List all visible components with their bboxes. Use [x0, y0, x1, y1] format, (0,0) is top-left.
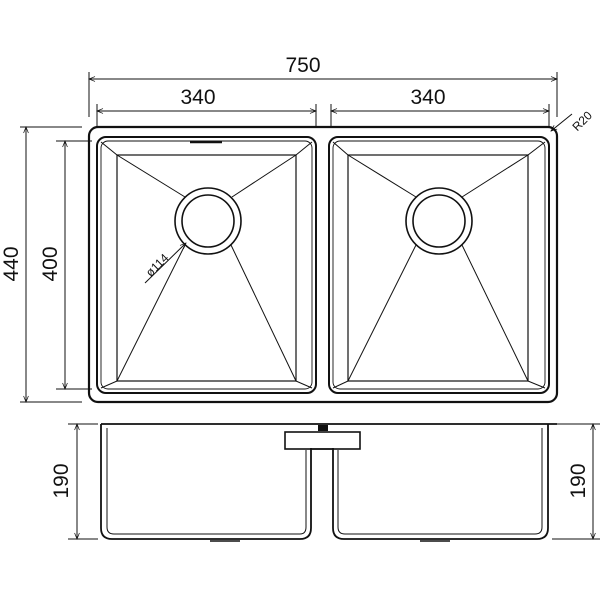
overall-depth-label: 440 — [0, 246, 23, 281]
diameter-leader — [144, 242, 187, 284]
corner-radius-label: R20 — [569, 108, 595, 134]
left-drain — [174, 187, 242, 255]
left-bowl-height-dimension: 190 — [50, 423, 98, 540]
right-bowl-profile — [332, 424, 549, 540]
waste-diameter-label: ø114 — [143, 251, 172, 280]
plan-view: ø114 — [87, 125, 559, 404]
bowl-depth-dimension: 400 — [39, 140, 92, 390]
corner-radius-callout: R20 — [550, 108, 595, 134]
overall-depth-dimension: 440 — [0, 126, 82, 403]
right-bowl-width-label: 340 — [410, 86, 445, 109]
right-bowl-height-label: 190 — [567, 463, 590, 498]
right-bowl-width-dimension: 340 — [330, 86, 550, 127]
outer-flange — [87, 125, 559, 404]
overall-width-label: 750 — [285, 54, 320, 77]
left-bowl-plan — [96, 136, 317, 394]
right-bowl-plan — [328, 136, 550, 394]
left-bowl-width-label: 340 — [180, 86, 215, 109]
right-drain — [405, 187, 473, 255]
front-elevation — [100, 423, 557, 542]
right-bowl-height-dimension: 190 — [552, 423, 600, 540]
left-bowl-profile — [100, 424, 312, 540]
overall-width-dimension: 750 — [88, 54, 558, 117]
bowl-depth-label: 400 — [39, 246, 62, 281]
left-bowl-height-label: 190 — [50, 463, 73, 498]
overflow-connector — [284, 425, 361, 450]
left-bowl-width-dimension: 340 — [96, 86, 317, 127]
